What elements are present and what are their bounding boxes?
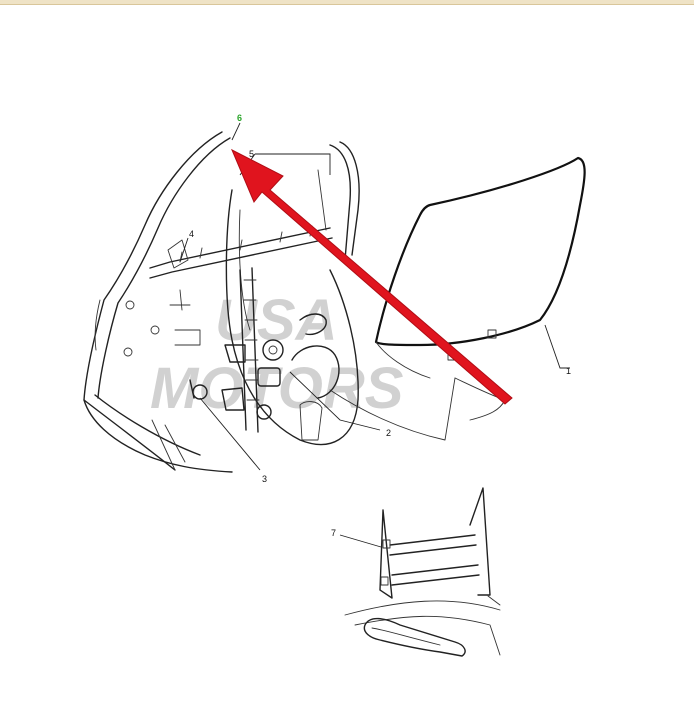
top-border	[0, 0, 694, 5]
inset-view	[344, 487, 501, 657]
highlight-arrow	[231, 148, 513, 405]
callout-2: 2	[386, 428, 391, 438]
callout-6-highlighted: 6	[237, 113, 242, 123]
window-glass	[374, 156, 586, 379]
watermark: USA MOTORS	[150, 288, 404, 421]
red-arrow-icon	[231, 148, 513, 405]
leader-lines	[179, 122, 570, 548]
callout-3: 3	[262, 474, 267, 484]
watermark-line1: USA	[215, 288, 337, 353]
door-frame	[83, 131, 360, 473]
callout-4: 4	[189, 229, 194, 239]
callouts: 1 2 3 4 5 6 7	[189, 113, 571, 538]
callout-1: 1	[566, 366, 571, 376]
callout-7: 7	[331, 528, 336, 538]
callout-5: 5	[249, 149, 254, 159]
